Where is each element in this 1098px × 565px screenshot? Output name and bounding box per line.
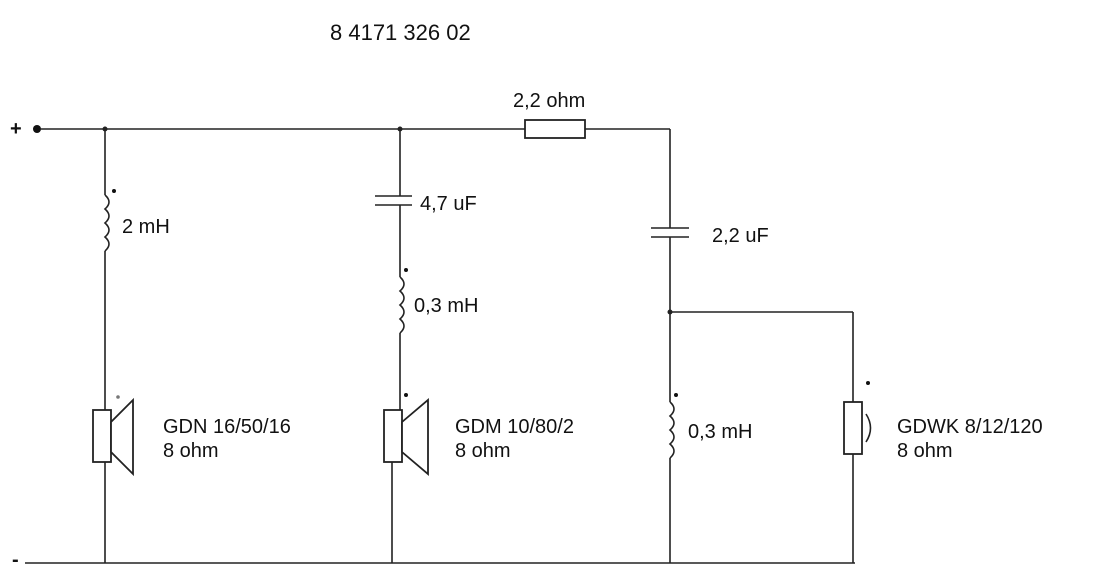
speaker1-cone xyxy=(110,397,134,477)
inductor-l1-label: 2 mH xyxy=(122,216,170,238)
capacitor-c1-label: 4,7 uF xyxy=(420,193,477,215)
speaker3-magnet xyxy=(843,401,863,455)
speaker3-impedance: 8 ohm xyxy=(897,440,953,462)
polarity-dot xyxy=(404,268,408,272)
polarity-dot xyxy=(116,395,120,399)
inductor-l2 xyxy=(398,276,405,334)
junction-dot xyxy=(667,309,673,315)
speaker1-model: GDN 16/50/16 xyxy=(163,416,291,438)
resistor-r1 xyxy=(524,119,586,139)
speaker2-cone xyxy=(401,398,429,476)
speaker1-magnet xyxy=(92,409,112,463)
diagram-title: 8 4171 326 02 xyxy=(330,20,471,45)
positive-terminal-dot xyxy=(33,125,41,133)
inductor-l3-label: 0,3 mH xyxy=(688,421,752,443)
polarity-dot xyxy=(674,393,678,397)
inductor-l2-label: 0,3 mH xyxy=(414,295,478,317)
speaker3-dome xyxy=(865,413,872,443)
speaker1-impedance: 8 ohm xyxy=(163,440,219,462)
inductor-l1 xyxy=(103,194,110,252)
polarity-dot xyxy=(866,381,870,385)
polarity-dot xyxy=(404,393,408,397)
inductor-l3 xyxy=(668,401,675,459)
positive-terminal-label: + xyxy=(10,118,22,140)
capacitor-c2-label: 2,2 uF xyxy=(712,225,769,247)
speaker2-model: GDM 10/80/2 xyxy=(455,416,574,438)
resistor-r1-label: 2,2 ohm xyxy=(513,90,585,112)
speaker3-model: GDWK 8/12/120 xyxy=(897,416,1043,438)
polarity-dot xyxy=(112,189,116,193)
negative-terminal-label: - xyxy=(12,549,19,565)
speaker2-magnet xyxy=(383,409,403,463)
speaker2-impedance: 8 ohm xyxy=(455,440,511,462)
